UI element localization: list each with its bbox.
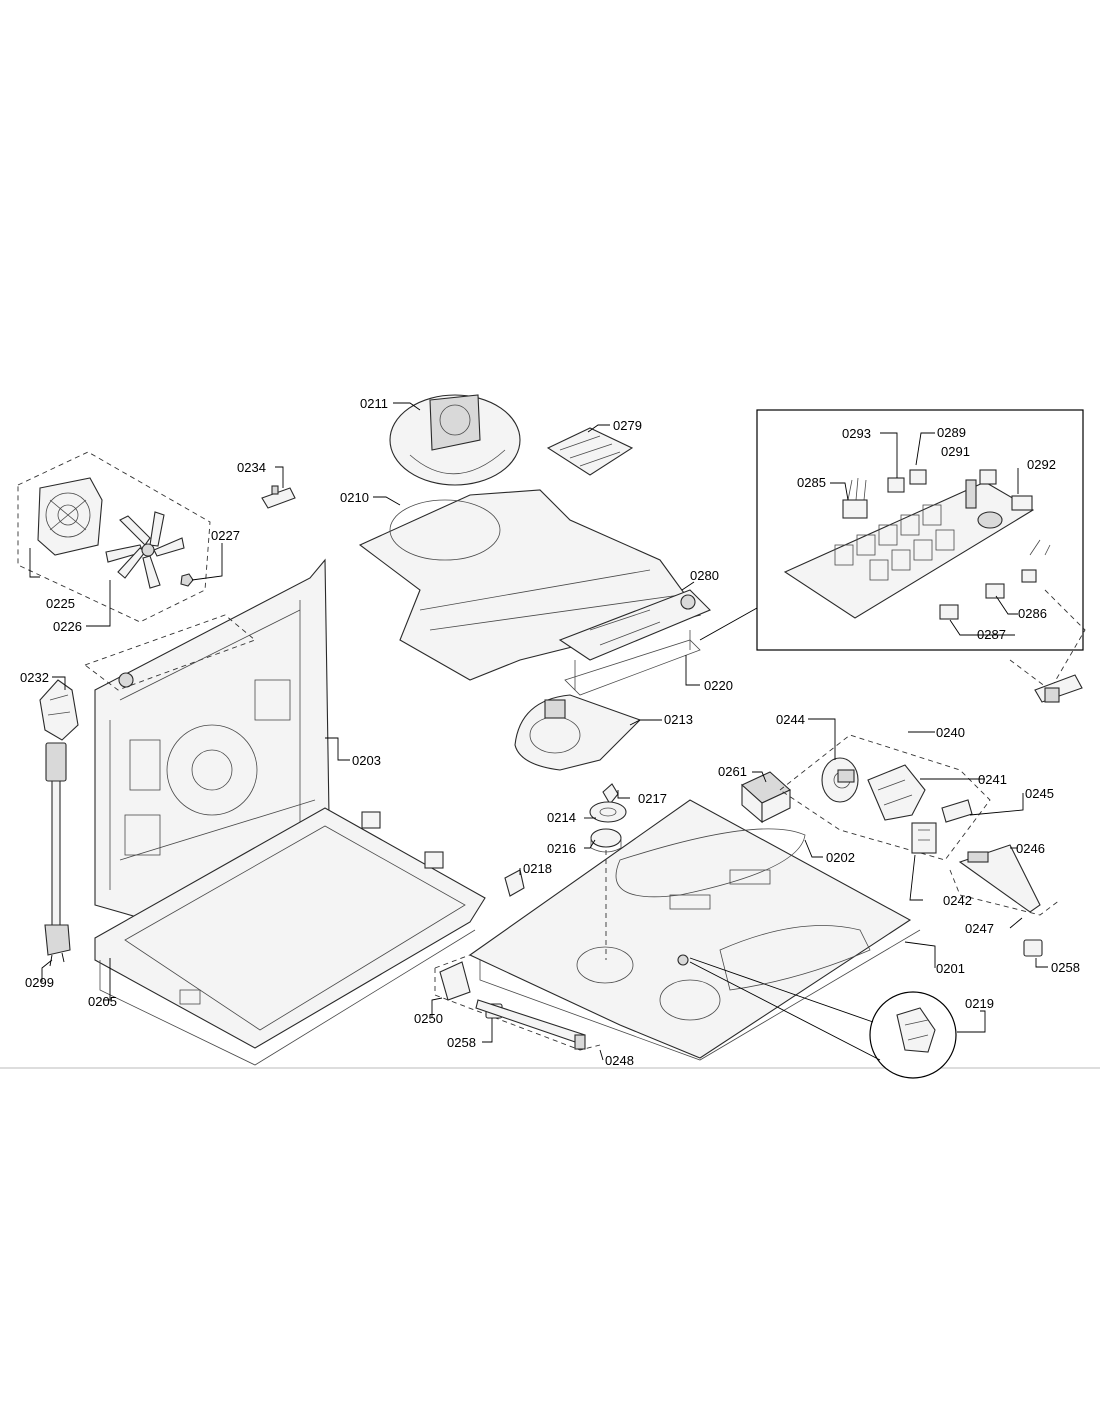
label-0245: 0245 [1025, 786, 1054, 801]
label-0242: 0242 [943, 893, 972, 908]
label-0285: 0285 [797, 475, 826, 490]
part-labels: 0211 0279 0234 0210 0227 0225 0226 0280 … [20, 396, 1080, 1068]
rear-panel-0203[interactable] [84, 558, 331, 926]
bracket-0218[interactable] [504, 869, 525, 897]
label-0261: 0261 [718, 764, 747, 779]
label-0217: 0217 [638, 791, 667, 806]
leader-lines [29, 402, 1048, 1061]
hinge-dash [949, 869, 1061, 916]
nut-0227[interactable] [180, 573, 194, 587]
hinge-0250[interactable] [439, 961, 471, 1001]
tangential-fan-motor-0211[interactable] [389, 394, 521, 486]
label-0225: 0225 [46, 596, 75, 611]
label-0219: 0219 [965, 996, 994, 1011]
blower-0213[interactable] [514, 694, 642, 771]
label-0202: 0202 [826, 850, 855, 865]
clip-0217[interactable] [602, 783, 619, 805]
bottom-tray-0205[interactable] [94, 807, 486, 1066]
transformer-0261[interactable] [741, 771, 791, 824]
temp-sensor[interactable] [1034, 674, 1083, 703]
fan-motor-0225[interactable] [37, 477, 103, 556]
hinge-0246[interactable] [958, 844, 1041, 913]
board-cover-0279[interactable] [546, 427, 634, 476]
detail-circle-0219 [689, 957, 957, 1079]
label-0287: 0287 [977, 627, 1006, 642]
lamp-holder-0245[interactable] [941, 799, 973, 823]
stop-0258-right[interactable] [1023, 939, 1043, 957]
label-0240: 0240 [936, 725, 965, 740]
fan-blade-0226[interactable] [105, 511, 185, 589]
label-0241: 0241 [978, 772, 1007, 787]
board-bracket-0220[interactable] [564, 630, 701, 696]
inset-leader [699, 607, 758, 641]
label-0218: 0218 [523, 861, 552, 876]
switch-0242[interactable] [911, 822, 937, 854]
label-0286: 0286 [1018, 606, 1047, 621]
label-0258-left: 0258 [447, 1035, 476, 1050]
label-0226: 0226 [53, 619, 82, 634]
label-0211: 0211 [360, 396, 388, 411]
control-board-0280[interactable] [558, 589, 711, 661]
collar-0216[interactable] [590, 828, 622, 853]
hinge-rod-0248[interactable] [475, 999, 586, 1050]
label-0210: 0210 [340, 490, 369, 505]
label-0289: 0289 [937, 425, 966, 440]
label-0201: 0201 [936, 961, 965, 976]
label-0293: 0293 [842, 426, 871, 441]
label-0291: 0291 [941, 444, 970, 459]
label-0248: 0248 [605, 1053, 634, 1068]
label-0246: 0246 [1016, 841, 1045, 856]
label-0220: 0220 [704, 678, 733, 693]
door-lock-group [779, 734, 991, 861]
label-0213: 0213 [664, 712, 693, 727]
label-0258-right: 0258 [1051, 960, 1080, 975]
terminal-block-0232[interactable] [39, 679, 79, 741]
power-cable-0299[interactable] [44, 742, 71, 967]
seal-0214[interactable] [589, 801, 627, 823]
label-0244: 0244 [776, 712, 805, 727]
label-0234: 0234 [237, 460, 266, 475]
left-hinge-dash [434, 954, 601, 1051]
label-0292: 0292 [1027, 457, 1056, 472]
lock-motor-0244[interactable] [821, 757, 859, 803]
label-0280: 0280 [690, 568, 719, 583]
sensor-dash [1009, 589, 1086, 691]
label-0247: 0247 [965, 921, 994, 936]
label-0279: 0279 [613, 418, 642, 433]
label-0214: 0214 [547, 810, 576, 825]
label-0299: 0299 [25, 975, 54, 990]
label-0227: 0227 [211, 528, 240, 543]
label-0205: 0205 [88, 994, 117, 1009]
base-plate-0201[interactable] [468, 799, 921, 1061]
label-0203: 0203 [352, 753, 381, 768]
board-detail-inset [756, 409, 1084, 651]
label-0216: 0216 [547, 841, 576, 856]
label-0232: 0232 [20, 670, 49, 685]
lock-latch-0241[interactable] [867, 764, 926, 821]
label-0250: 0250 [414, 1011, 443, 1026]
air-duct-0210[interactable] [358, 489, 701, 681]
switch-0234[interactable] [261, 485, 296, 509]
fan-motor-group [17, 451, 211, 623]
